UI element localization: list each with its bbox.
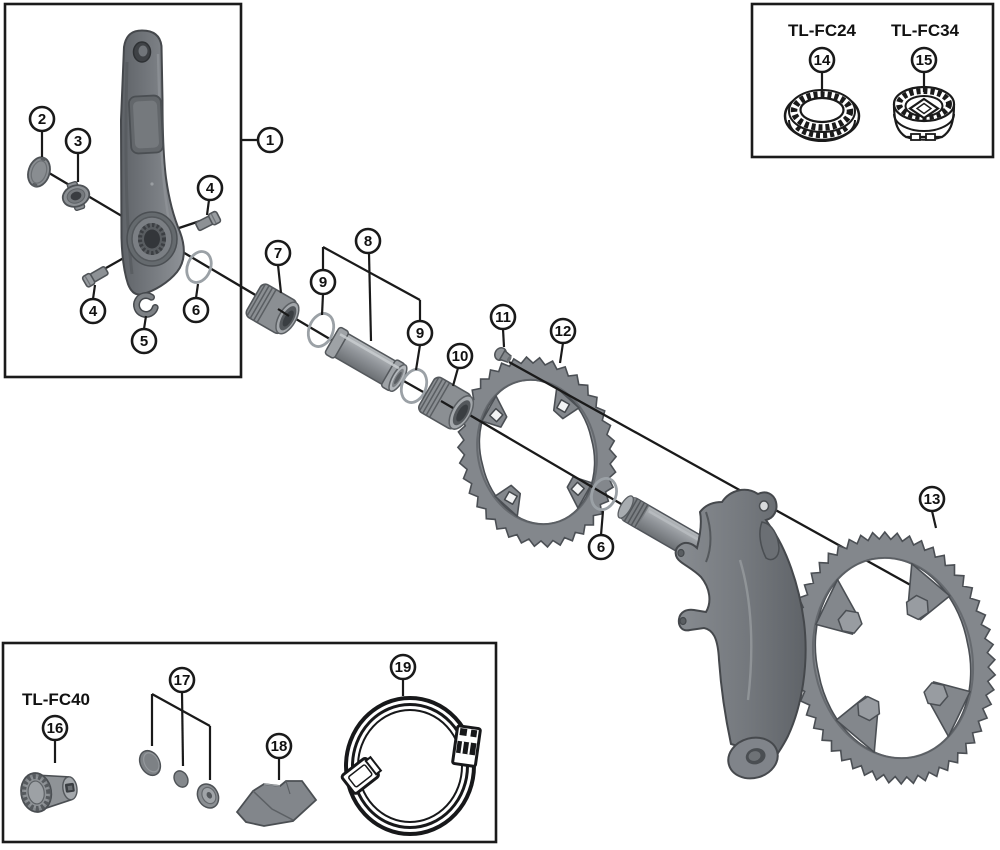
crank-boss-left [126,211,178,267]
crank-bolt-top [195,210,222,232]
tools-box-bottom [1,641,498,844]
svg-text:6: 6 [192,302,200,319]
callout-1-0: 1 [241,126,284,154]
callout-15-17: 15 [910,46,938,92]
svg-text:12: 12 [555,323,572,340]
chainring-outer [789,530,997,786]
pinch-bolt-hole-top [758,500,770,512]
callout-16-18: 16 [41,714,69,763]
svg-text:2: 2 [38,111,46,128]
tool-tl-fc34 [892,85,956,141]
crank-cap [27,156,51,188]
callout-19-21: 19 [389,653,417,696]
svg-text:3: 3 [74,133,82,150]
callout-9-10: 9 [406,319,434,371]
chainring-inner [456,355,618,549]
wire-clamp [451,724,482,768]
pedal-boss-right [727,736,779,780]
pinch-bolt-hole-mid [677,548,685,558]
crank-bolt-bottom [81,266,109,288]
svg-text:8: 8 [364,233,372,250]
o-ring-6-left [185,250,213,284]
tool-tl-fc24 [783,89,861,142]
callout-2-1: 2 [28,105,56,157]
svg-text:1: 1 [266,132,274,149]
label-tl-fc40: TL-FC40 [22,690,90,709]
etube-wire [340,696,482,836]
svg-text:14: 14 [814,52,831,69]
svg-text:17: 17 [174,672,191,689]
callout-18-20: 18 [265,732,293,780]
callout-6-6: 6 [182,283,210,324]
svg-text:9: 9 [319,274,327,291]
svg-text:18: 18 [271,738,288,755]
svg-text:4: 4 [89,303,98,320]
callout-13-15: 13 [918,485,946,529]
callout-4-3: 4 [196,174,224,216]
pinch-bolt-hole-low [679,616,687,626]
svg-text:13: 13 [924,491,941,508]
callout-11-12: 11 [489,303,517,348]
svg-text:4: 4 [206,180,215,197]
callout-12-13: 12 [549,317,577,364]
svg-text:11: 11 [495,309,511,326]
callout-3-2: 3 [64,127,92,182]
left-crank-arm [119,29,185,296]
cap-grommet [196,783,220,809]
bearing-cup-left [245,283,300,335]
chain-catcher-plate [759,521,780,561]
o-ring-9-left [306,312,336,348]
cap-large [138,749,162,777]
cable-guide-plate [235,780,318,827]
svg-text:16: 16 [47,720,64,737]
crank-arm-caps [138,749,220,809]
c-clip [133,292,159,318]
tool-tl-fc40 [20,772,78,813]
callout-10-11: 10 [446,342,474,387]
callout-9-9: 9 [309,268,337,316]
wire-connector [340,755,383,795]
bracket-callout-17 [150,693,212,780]
svg-text:15: 15 [916,52,933,69]
svg-text:7: 7 [274,245,282,262]
callout-4-4: 4 [79,284,107,325]
svg-text:6: 6 [597,539,605,556]
svg-text:9: 9 [416,325,424,342]
axis-line-spindle [455,406,629,509]
cap-small [173,770,189,788]
callout-7-7: 7 [264,239,292,294]
svg-text:19: 19 [395,659,412,676]
o-ring-6-right [590,477,618,511]
crank-arm-panel [128,94,165,155]
chainring-fixing-bolt [494,346,512,363]
stopper-plate [61,180,91,212]
callout-8-8: 8 [354,227,382,342]
callout-6-14: 6 [587,510,615,561]
label-tl-fc34: TL-FC34 [891,21,960,40]
callout-14-16: 14 [808,46,836,92]
callout-5-5: 5 [130,315,158,355]
o-ring-9-right [399,368,429,404]
bb-shell [324,326,408,393]
right-crank-arm [674,488,807,780]
bracket-callout-8 [321,246,422,320]
label-tl-fc24: TL-FC24 [788,21,857,40]
callout-17-19: 17 [168,666,196,767]
svg-text:10: 10 [452,348,469,365]
svg-text:5: 5 [140,333,148,350]
